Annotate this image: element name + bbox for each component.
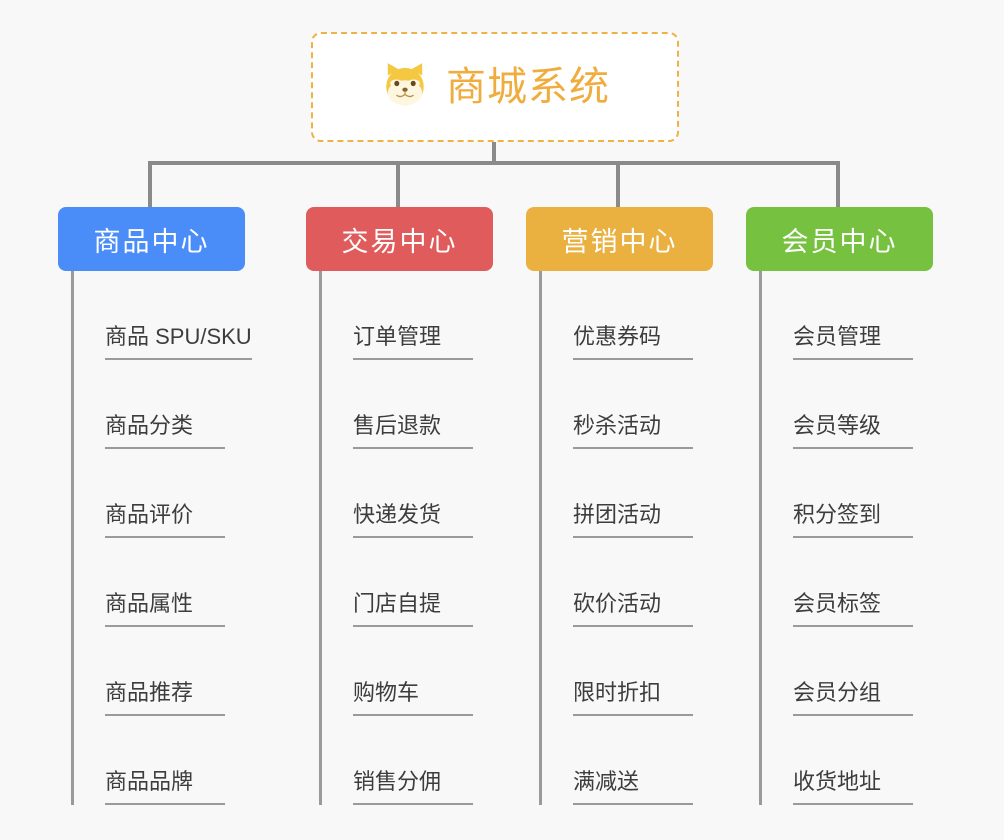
list-item[interactable]: 优惠券码 [542, 271, 713, 360]
list-item[interactable]: 商品推荐 [74, 627, 252, 716]
list-item[interactable]: 限时折扣 [542, 627, 713, 716]
connector-drop-marketing-center [616, 161, 620, 209]
category-header-member-center[interactable]: 会员中心 [746, 207, 933, 271]
category-header-product-center[interactable]: 商品中心 [58, 207, 245, 271]
root-node-mall-system[interactable]: 商城系统 [311, 32, 679, 142]
category-label: 会员中心 [781, 226, 898, 257]
category-header-marketing-center[interactable]: 营销中心 [526, 207, 713, 271]
list-item[interactable]: 售后退款 [322, 360, 493, 449]
list-item[interactable]: 订单管理 [322, 271, 493, 360]
category-label: 商品中心 [93, 226, 210, 257]
connector-root-stem [492, 142, 496, 164]
category-label: 交易中心 [341, 226, 458, 257]
shiba-dog-face-icon [380, 60, 430, 115]
list-item[interactable]: 满减送 [542, 716, 713, 805]
list-item-label: 会员分组 [793, 682, 913, 716]
list-item[interactable]: 收货地址 [762, 716, 933, 805]
list-item[interactable]: 商品属性 [74, 538, 252, 627]
list-item[interactable]: 会员管理 [762, 271, 933, 360]
connector-drop-product-center [148, 161, 152, 209]
list-item[interactable]: 会员分组 [762, 627, 933, 716]
list-item[interactable]: 快递发货 [322, 449, 493, 538]
sub-item-list-member-center: 会员管理 会员等级 积分签到 会员标签 会员分组 收货地址 [759, 271, 933, 805]
list-item-label: 商品评价 [105, 504, 225, 538]
list-item[interactable]: 拼团活动 [542, 449, 713, 538]
list-item[interactable]: 砍价活动 [542, 538, 713, 627]
list-item-label: 购物车 [353, 682, 473, 716]
list-item[interactable]: 购物车 [322, 627, 493, 716]
root-node-content: 商城系统 [380, 60, 610, 115]
list-item-label: 拼团活动 [573, 504, 693, 538]
list-item[interactable]: 商品 SPU/SKU [74, 271, 252, 360]
sub-item-list-product-center: 商品 SPU/SKU 商品分类 商品评价 商品属性 商品推荐 商品品牌 [71, 271, 252, 805]
list-item-label: 商品 SPU/SKU [105, 326, 252, 360]
list-item-label: 会员标签 [793, 593, 913, 627]
category-header-trade-center[interactable]: 交易中心 [306, 207, 493, 271]
list-item-label: 快递发货 [353, 504, 473, 538]
list-item-label: 限时折扣 [573, 682, 693, 716]
column-trade-center: 交易中心 订单管理 售后退款 快递发货 门店自提 购物车 销售分佣 [306, 207, 493, 805]
list-item-label: 订单管理 [353, 326, 473, 360]
sub-item-list-marketing-center: 优惠券码 秒杀活动 拼团活动 砍价活动 限时折扣 满减送 [539, 271, 713, 805]
list-item-label: 商品分类 [105, 415, 225, 449]
list-item[interactable]: 商品评价 [74, 449, 252, 538]
category-label: 营销中心 [561, 226, 678, 257]
list-item-label: 秒杀活动 [573, 415, 693, 449]
column-product-center: 商品中心 商品 SPU/SKU 商品分类 商品评价 商品属性 商品推荐 商品品牌 [58, 207, 252, 805]
list-item[interactable]: 销售分佣 [322, 716, 493, 805]
column-member-center: 会员中心 会员管理 会员等级 积分签到 会员标签 会员分组 收货地址 [746, 207, 933, 805]
list-item-label: 满减送 [573, 771, 693, 805]
list-item-label: 销售分佣 [353, 771, 473, 805]
list-item-label: 会员等级 [793, 415, 913, 449]
list-item-label: 积分签到 [793, 504, 913, 538]
list-item[interactable]: 秒杀活动 [542, 360, 713, 449]
sub-item-list-trade-center: 订单管理 售后退款 快递发货 门店自提 购物车 销售分佣 [319, 271, 493, 805]
connector-horizontal-bus [148, 161, 840, 165]
list-item-label: 收货地址 [793, 771, 913, 805]
connector-drop-trade-center [396, 161, 400, 209]
connector-drop-member-center [836, 161, 840, 209]
list-item[interactable]: 门店自提 [322, 538, 493, 627]
list-item-label: 门店自提 [353, 593, 473, 627]
list-item-label: 砍价活动 [573, 593, 693, 627]
list-item[interactable]: 积分签到 [762, 449, 933, 538]
list-item-label: 售后退款 [353, 415, 473, 449]
list-item[interactable]: 商品品牌 [74, 716, 252, 805]
list-item[interactable]: 会员等级 [762, 360, 933, 449]
list-item-label: 商品推荐 [105, 682, 225, 716]
root-node-title: 商城系统 [446, 65, 610, 109]
column-marketing-center: 营销中心 优惠券码 秒杀活动 拼团活动 砍价活动 限时折扣 满减送 [526, 207, 713, 805]
list-item[interactable]: 会员标签 [762, 538, 933, 627]
list-item-label: 会员管理 [793, 326, 913, 360]
list-item-label: 商品品牌 [105, 771, 225, 805]
list-item[interactable]: 商品分类 [74, 360, 252, 449]
list-item-label: 商品属性 [105, 593, 225, 627]
list-item-label: 优惠券码 [573, 326, 693, 360]
